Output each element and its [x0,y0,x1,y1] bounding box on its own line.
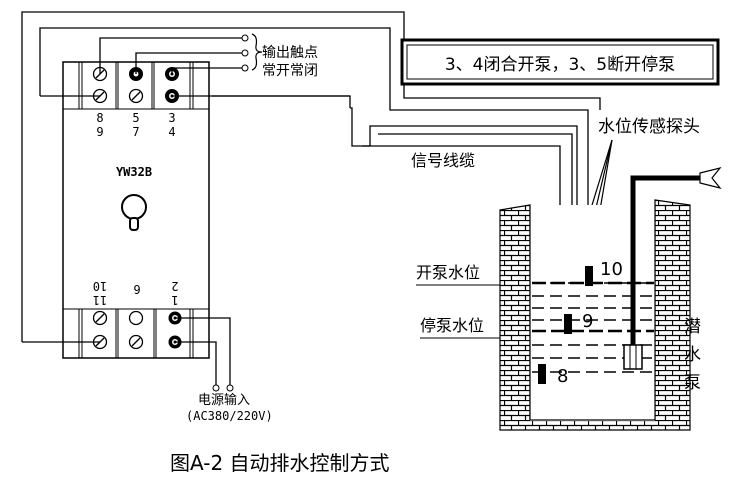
water-well: 10 9 8 [499,166,722,431]
note-text: 3、4闭合开泵，3、5断开停泵 [445,55,675,75]
output-contact-label-2: 常开常闭 [262,63,318,79]
terminal-label-3: 3 [168,111,175,125]
pump-label-3: 泵 [684,373,701,393]
output-contact-label-1: 输出触点 [262,45,318,61]
relay-device: 8 9 5 7 3 4 YW32B 11 10 6 1 2 [62,61,210,359]
top-terminal-block [81,61,191,110]
device-model: YW32B [116,165,152,179]
probe-8 [538,364,546,384]
bottom-terminal-block [81,308,191,359]
probe-9 [564,314,572,334]
pump-label-1: 潜 [684,317,701,337]
figure-caption: 图A-2 自动排水控制方式 [170,451,390,475]
terminal-label-8: 8 [96,111,103,125]
start-level-label: 开泵水位 [416,263,480,282]
probe-10 [585,266,593,286]
terminal-label-7: 7 [132,125,139,139]
probe-8-label: 8 [557,366,568,387]
power-input-label: 电源输入 [198,392,250,408]
terminal-label-11: 11 [93,293,107,307]
submersible-pump [623,166,722,370]
pump-label-2: 水 [684,345,701,365]
stop-level-label: 停泵水位 [420,316,484,335]
terminal-label-5: 5 [132,111,139,125]
terminal-label-2: 2 [171,279,178,293]
terminal-label-10: 10 [93,279,107,293]
terminal-label-1: 1 [171,293,178,307]
terminal-label-6: 6 [133,282,140,296]
terminal-label-4: 4 [168,125,175,139]
terminal-label-9: 9 [96,125,103,139]
power-voltage-label: (AC380/220V) [186,409,273,423]
note-box: 3、4闭合开泵，3、5断开停泵 [400,38,720,86]
signal-cable-label: 信号线缆 [411,151,475,170]
probe-9-label: 9 [582,311,593,332]
screw-terminal-5-7 [128,67,144,104]
indicator-knob [121,194,147,231]
probe-10-label: 10 [600,259,623,280]
probe-label: 水位传感探头 [598,117,700,137]
